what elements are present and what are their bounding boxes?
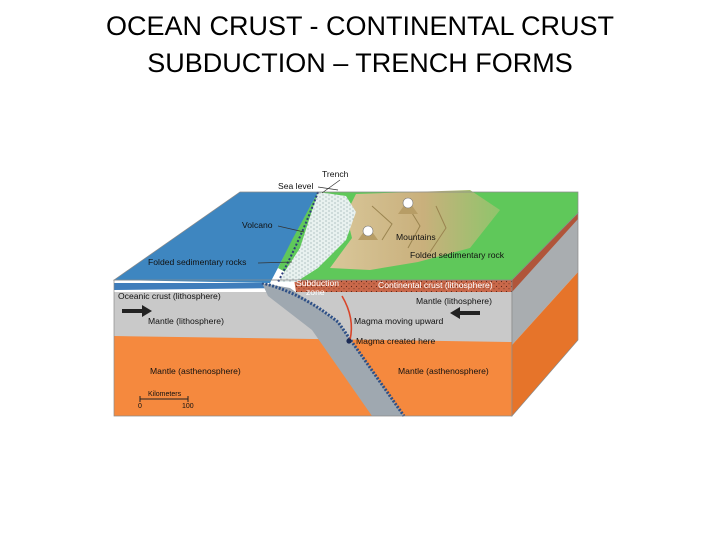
label-folded-sedimentary-rock: Folded sedimentary rock <box>410 250 505 260</box>
label-magma-created-here: Magma created here <box>356 336 436 346</box>
label-mantle-asthenosphere-right: Mantle (asthenosphere) <box>398 366 489 376</box>
label-sea-level: Sea level <box>278 181 313 191</box>
scale-bar-unit: Kilometers <box>148 391 182 398</box>
volcano-cloud-1 <box>403 198 413 208</box>
oceanic-crust-layer <box>114 283 286 290</box>
scale-bar-start: 0 <box>138 403 142 410</box>
label-zone: zone <box>306 287 325 297</box>
magma-source-dot <box>346 338 351 343</box>
volcano-cloud-2 <box>363 226 373 236</box>
label-volcano: Volcano <box>242 220 273 230</box>
label-mountains: Mountains <box>396 232 436 242</box>
scale-bar-end: 100 <box>182 403 194 410</box>
label-mantle-lithosphere-right: Mantle (lithosphere) <box>416 296 492 306</box>
top-surface <box>114 190 578 283</box>
label-mantle-asthenosphere-left: Mantle (asthenosphere) <box>150 366 241 376</box>
label-oceanic-crust: Oceanic crust (lithosphere) <box>118 291 221 301</box>
label-folded-sedimentary-rocks: Folded sedimentary rocks <box>148 257 246 267</box>
asthenosphere-layer <box>114 336 512 416</box>
label-continental-crust: Continental crust (lithosphere) <box>378 280 493 290</box>
label-mantle-lithosphere-left: Mantle (lithosphere) <box>148 316 224 326</box>
label-magma-moving-upward: Magma moving upward <box>354 316 444 326</box>
label-trench: Trench <box>322 169 349 179</box>
